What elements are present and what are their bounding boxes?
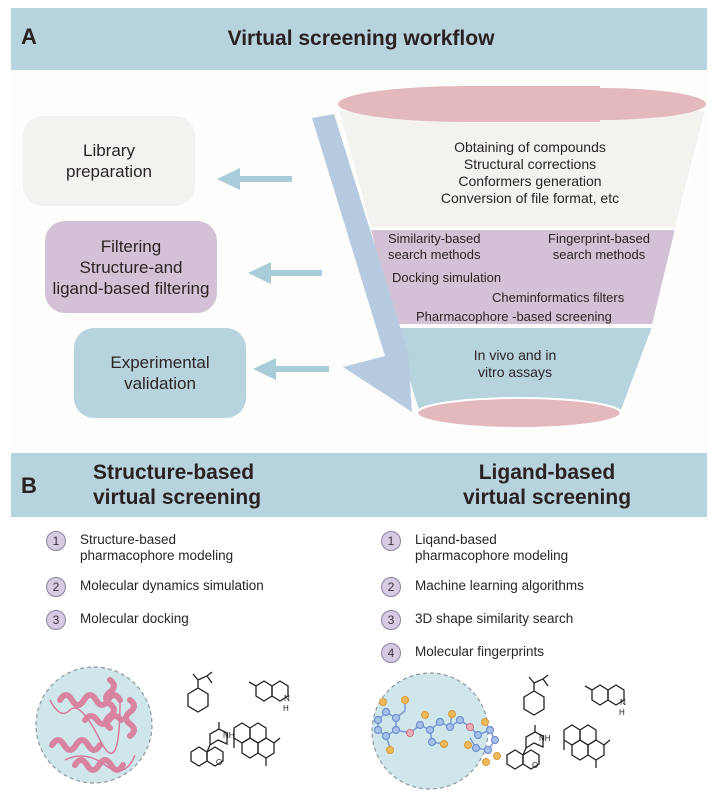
structure-list-item-1: 1 Structure-based pharmacophore modeling xyxy=(46,531,264,564)
molecule-label-h-right: H xyxy=(619,708,625,717)
number-badge: 1 xyxy=(46,531,66,551)
number-badge: 1 xyxy=(381,531,401,551)
molecule-label-h-left: H xyxy=(283,704,289,713)
structure-item-1-line-2: pharmacophore modeling xyxy=(80,548,234,563)
structure-title-line-1: Structure-based xyxy=(93,461,255,484)
step-library-preparation: Library preparation xyxy=(23,116,195,206)
molecule-structures-right xyxy=(506,674,625,770)
funnel-top-line-4: Conversion of file format, etc xyxy=(440,190,620,206)
similarity-line-2: search methods xyxy=(388,247,481,262)
structure-list-item-3: 3 Molecular docking xyxy=(46,610,264,630)
molecule-label-n-left: N xyxy=(284,694,290,703)
structure-list-item-2: 2 Molecular dynamics simulation xyxy=(46,577,264,597)
ligand-item-1-line-2: pharmacophore modeling xyxy=(415,548,569,563)
arrow-to-experimental-validation xyxy=(253,358,329,380)
arrow-to-filtering xyxy=(248,262,322,284)
ligand-item-2-line-1: Machine learning algorithms xyxy=(415,578,584,593)
ligand-list-item-2: 2 Machine learning algorithms xyxy=(381,577,584,597)
funnel-top-line-1: Obtaining of compounds xyxy=(454,139,606,155)
funnel-cheminformatics-text: Cheminformatics filters xyxy=(492,290,625,305)
molecule-label-n-right: N xyxy=(620,698,626,707)
structure-item-1-line-1: Structure-based xyxy=(80,532,177,547)
funnel-top-text: Obtaining of compounds Structural correc… xyxy=(400,139,660,207)
structure-based-list: 1 Structure-based pharmacophore modeling… xyxy=(46,531,264,644)
structure-title-line-2: virtual screening xyxy=(93,486,262,509)
fingerprint-line-2: search methods xyxy=(552,247,646,262)
panel-b-header: B Structure-based virtual screening Liga… xyxy=(11,453,707,517)
step-experimental-validation: Experimental validation xyxy=(74,328,246,418)
ligand-based-list: 1 Liqand-based pharmacophore modeling 2 … xyxy=(381,531,584,677)
number-badge: 2 xyxy=(46,577,66,597)
funnel-top-line-3: Conformers generation xyxy=(458,173,602,189)
molecule-label-nh-right: NH xyxy=(539,734,551,743)
number-badge: 3 xyxy=(46,610,66,630)
funnel-bottom-text: In vivo and in vitro assays xyxy=(450,347,580,381)
step-filtering-line-2: Structure-and xyxy=(79,257,183,277)
funnel-top-ellipse-fill xyxy=(468,86,600,122)
step-experimental-line-2: validation xyxy=(124,374,196,393)
number-badge: 3 xyxy=(381,610,401,630)
ligand-list-item-3: 3 3D shape similarity search xyxy=(381,610,584,630)
molecule-label-o-left: O xyxy=(216,758,222,767)
arrow-to-library-preparation xyxy=(217,168,292,190)
protein-structure-icon xyxy=(35,666,153,784)
number-badge: 4 xyxy=(381,643,401,663)
ligand-network-icon xyxy=(371,672,501,790)
fingerprint-line-1: Fingerprint-based xyxy=(548,231,650,246)
similarity-line-1: Similarity-based xyxy=(388,231,481,246)
molecule-label-o-right: O xyxy=(532,761,538,770)
funnel-docking-text: Docking simulation xyxy=(392,270,502,285)
number-badge: 2 xyxy=(381,577,401,597)
ligand-based-title: Ligand-based virtual screening xyxy=(447,460,647,510)
ligand-list-item-4: 4 Molecular fingerprints xyxy=(381,643,584,663)
funnel-fingerprint-text: Fingerprint-based search methods xyxy=(536,231,662,263)
step-experimental-line-1: Experimental xyxy=(110,353,210,372)
step-filtering-line-1: Filtering xyxy=(100,236,162,256)
funnel-top-line-2: Structural corrections xyxy=(463,156,597,172)
panel-a-letter: A xyxy=(21,24,37,49)
ligand-title-line-1: Ligand-based xyxy=(478,461,616,484)
ligand-item-3-line-1: 3D shape similarity search xyxy=(415,611,574,626)
structure-item-3-line-1: Molecular docking xyxy=(80,611,189,626)
molecule-label-nh-left: NH xyxy=(223,731,235,740)
funnel-bottom-line-2: vitro assays xyxy=(478,364,552,380)
panel-b-letter: B xyxy=(21,473,37,498)
step-library-line-2: preparation xyxy=(65,162,152,181)
step-filtering: Filtering Structure-and ligand-based fil… xyxy=(45,221,217,313)
step-library-line-1: Library xyxy=(83,141,135,160)
ligand-item-4-line-1: Molecular fingerprints xyxy=(415,644,545,659)
molecule-structures-left xyxy=(187,671,289,767)
ligand-title-line-2: virtual screening xyxy=(462,486,632,509)
ligand-list-item-1: 1 Liqand-based pharmacophore modeling xyxy=(381,531,584,564)
funnel-pharmacophore-text: Pharmacophore -based screening xyxy=(416,309,612,324)
workflow-down-arrow xyxy=(312,114,412,412)
structure-item-2-line-1: Molecular dynamics simulation xyxy=(80,578,264,593)
funnel-bottom-ellipse xyxy=(416,397,622,429)
step-filtering-line-3: ligand-based filtering xyxy=(52,278,210,298)
panel-a-header: A Virtual screening workflow xyxy=(11,8,707,70)
structure-based-title: Structure-based virtual screening xyxy=(93,460,261,510)
panel-a-title: Virtual screening workflow xyxy=(227,27,495,50)
funnel-bottom-line-1: In vivo and in xyxy=(473,347,557,363)
funnel-similarity-text: Similarity-based search methods xyxy=(388,231,481,263)
ligand-item-1-line-1: Liqand-based xyxy=(415,532,497,547)
